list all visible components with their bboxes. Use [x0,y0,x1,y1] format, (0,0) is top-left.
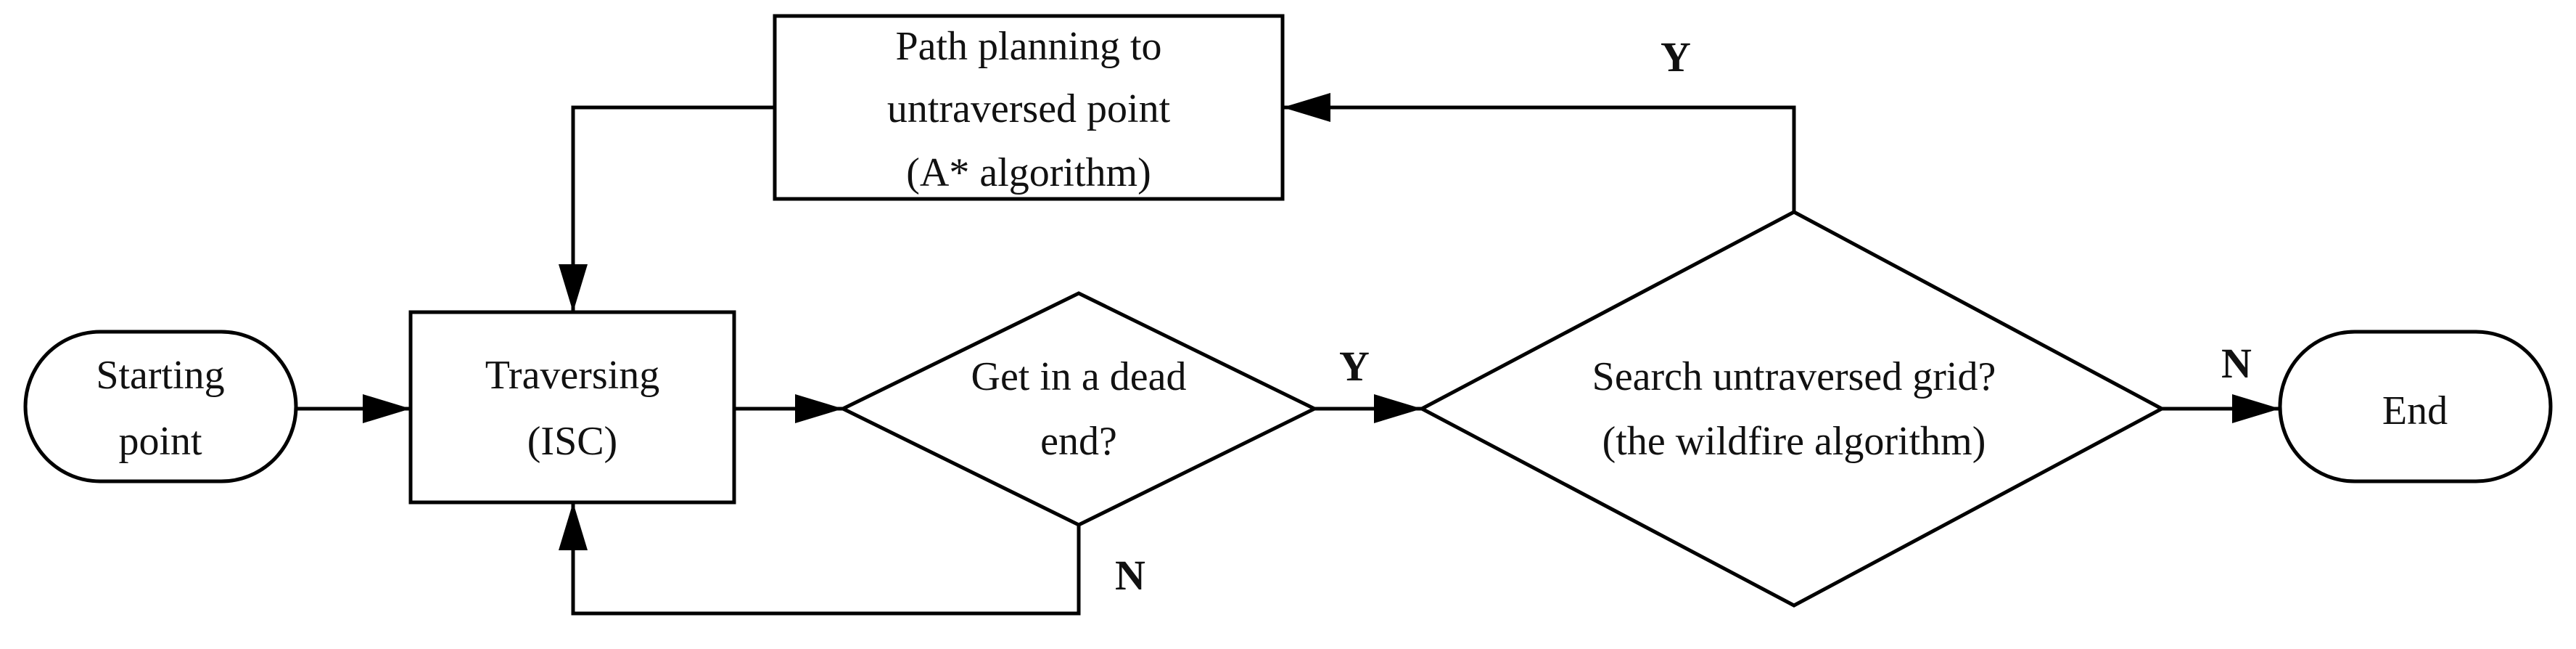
traverse-node[interactable]: Traversing (ISC) [408,310,736,505]
connector-search-yes-to-path-planning [1283,105,1796,212]
dead-end-decision[interactable]: Get in a dead end? [839,291,1319,527]
search-grid-decision-label-line-2: (the wildfire algorithm) [1602,419,1986,464]
traverse-node-label-line-2: (ISC) [527,419,617,464]
dead-end-yes-label: Y [1339,343,1370,390]
traverse-node-label-line-1: Traversing [485,353,660,398]
path-planning-node-label-line-2: untraversed point [887,86,1171,131]
arrowhead-into-end [2232,394,2280,423]
dead-end-decision-shape [839,291,1319,527]
arrowhead-into-traverse [363,394,411,423]
dead-end-decision-label-line-2: end? [1040,419,1117,464]
arrowhead-into-path-planning [1283,93,1330,122]
path-planning-node[interactable]: Path planning to untraversed point (A* a… [773,14,1285,201]
end-node-shape [2278,330,2553,483]
search-no-label: N [2221,340,2252,387]
end-node[interactable]: End [2278,330,2553,483]
path-planning-node-label-line-1: Path planning to [895,24,1161,69]
connector-dead-end-no-to-traverse [571,502,1081,616]
path-planning-node-label-line-3: (A* algorithm) [906,150,1151,195]
arrowhead-into-traverse-top [559,264,588,312]
traverse-node-shape [408,310,736,505]
end-node-label: End [2382,388,2448,433]
search-yes-label: Y [1661,33,1691,81]
dead-end-decision-label-line-1: Get in a dead [971,354,1187,399]
search-grid-decision-shape [1417,210,2166,608]
path-planning-node-shape [773,14,1285,201]
dead-end-no-label: N [1115,552,1145,599]
start-node-shape [23,330,298,483]
arrowhead-into-dead-end [795,394,843,423]
start-node-label-line-2: point [118,419,202,464]
arrowhead-into-traverse-bottom [559,502,588,550]
start-node[interactable]: Starting point [23,330,298,483]
search-grid-decision[interactable]: Search untraversed grid? (the wildfire a… [1417,210,2166,608]
connector-path-planning-to-traverse [571,105,775,312]
search-grid-decision-label-line-1: Search untraversed grid? [1592,354,1996,399]
arrowhead-into-search [1374,394,1422,423]
start-node-label-line-1: Starting [96,353,224,398]
